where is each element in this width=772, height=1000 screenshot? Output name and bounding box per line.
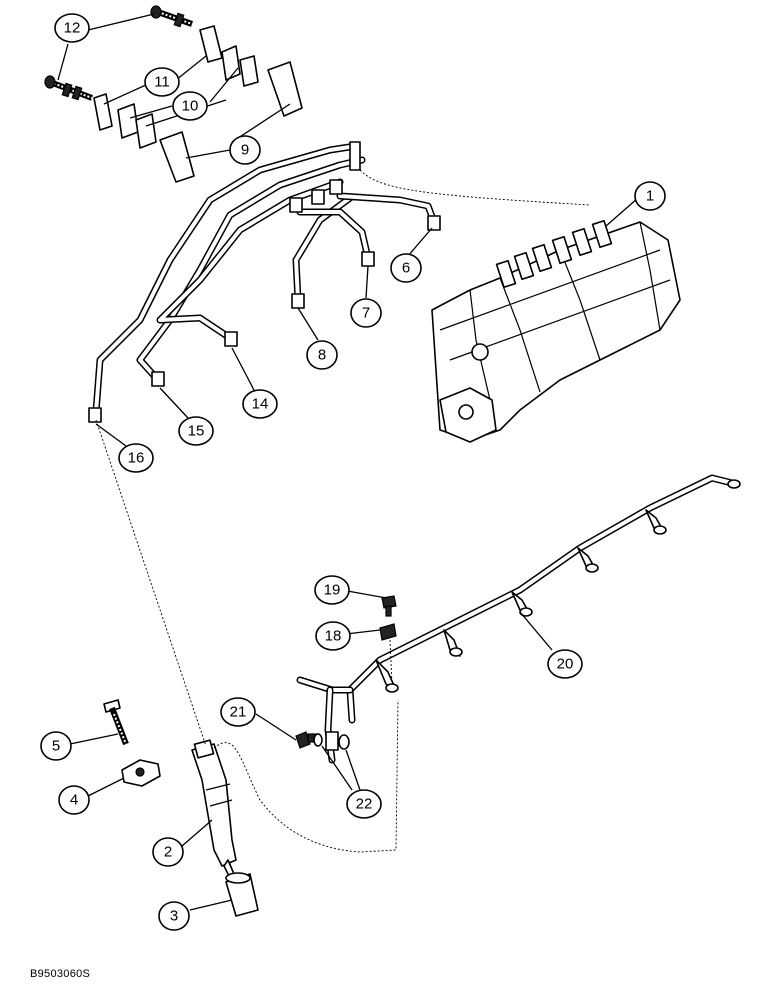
- clamp-block-lower: [159, 131, 195, 183]
- injector-clamp-bolt: [103, 699, 129, 746]
- callout-7-label: 7: [362, 305, 370, 322]
- line-fitting-14: [224, 331, 238, 347]
- line-fitting-7: [361, 251, 375, 267]
- callout-16: 16: [118, 443, 154, 473]
- injector-sleeve: [225, 872, 259, 917]
- callout-1: 1: [634, 181, 666, 211]
- callout-5: 5: [40, 731, 72, 761]
- callout-3-label: 3: [170, 908, 178, 925]
- sealing-washers-22: [313, 731, 350, 751]
- callout-18: 18: [315, 621, 351, 651]
- fuel-return-line: [296, 474, 741, 764]
- callout-15-label: 15: [188, 423, 205, 440]
- callout-21: 21: [220, 697, 256, 727]
- leader-lines: [57, 13, 639, 911]
- callout-4-label: 4: [70, 792, 78, 809]
- callout-4: 4: [58, 785, 90, 815]
- clamp-bolt-upper: [150, 5, 193, 28]
- callout-6-label: 6: [402, 260, 410, 277]
- clamp-plate-upper: [199, 25, 223, 63]
- callout-8: 8: [306, 340, 338, 370]
- callout-11: 11: [144, 67, 180, 97]
- line-fitting-15: [151, 371, 165, 387]
- line-fitting-16: [88, 407, 102, 423]
- callout-18-label: 18: [325, 628, 342, 645]
- fuel-injection-pump: [359, 169, 681, 443]
- figure-code: B9503060S: [30, 968, 91, 980]
- clamp-hardware-group: [44, 5, 303, 183]
- injector-hold-down-clamp: [121, 759, 161, 787]
- line-fitting-6: [427, 215, 441, 231]
- callout-12-label: 12: [64, 20, 81, 37]
- callout-21-label: 21: [230, 704, 247, 721]
- callout-7: 7: [350, 298, 382, 328]
- clamp-bolt-lower: [44, 75, 94, 101]
- callout-20: 20: [547, 649, 583, 679]
- callout-2-label: 2: [164, 844, 172, 861]
- pump-fitting-knob: [458, 404, 474, 420]
- injection-line-bundle: [88, 141, 441, 423]
- callout-9: 9: [229, 135, 261, 165]
- bundle-fitting-d: [329, 179, 343, 195]
- callout-5-label: 5: [52, 738, 60, 755]
- callout-10: 10: [172, 91, 208, 121]
- callout-14-label: 14: [252, 396, 269, 413]
- callout-16-label: 16: [128, 450, 145, 467]
- bundle-fitting-b: [289, 197, 303, 213]
- bundle-fitting-c: [311, 189, 325, 205]
- grommet-3: [117, 103, 139, 139]
- return-line-nut-18: [379, 623, 397, 641]
- return-line-banjo-tabs: [375, 479, 741, 693]
- callout-11-label: 11: [154, 74, 170, 91]
- callout-19: 19: [314, 575, 350, 605]
- leak-off-routing-line: [95, 419, 399, 853]
- callout-15: 15: [178, 416, 214, 446]
- callout-1-label: 1: [646, 188, 654, 205]
- callout-22: 22: [346, 789, 382, 819]
- callout-14: 14: [242, 389, 278, 419]
- callout-10-label: 10: [182, 98, 199, 115]
- bundle-fitting-a: [349, 141, 361, 171]
- callout-20-label: 20: [557, 656, 574, 673]
- grommet-1: [221, 45, 241, 81]
- callout-3: 3: [158, 901, 190, 931]
- alignment-line-18: [389, 639, 393, 685]
- grommet-2: [239, 55, 259, 87]
- line-fitting-8: [291, 293, 305, 309]
- callout-19-label: 19: [324, 582, 341, 599]
- callout-6: 6: [390, 253, 422, 283]
- fuel-injector: [191, 739, 237, 879]
- callout-22-label: 22: [356, 796, 373, 813]
- pump-delivery-valves: [495, 219, 613, 289]
- callout-8-label: 8: [318, 347, 326, 364]
- callout-9-label: 9: [241, 142, 249, 159]
- return-line-bolt-19: [381, 595, 397, 617]
- grommet-4: [135, 113, 157, 149]
- clamp-block-upper: [267, 61, 303, 117]
- clamp-plate-lower: [93, 93, 113, 131]
- callout-2: 2: [152, 837, 184, 867]
- pump-port-knob: [471, 343, 489, 361]
- callout-12: 12: [54, 13, 90, 43]
